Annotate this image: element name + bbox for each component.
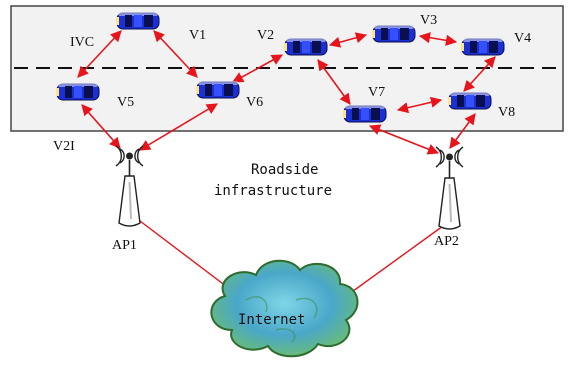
ap2-antenna <box>435 146 464 230</box>
vehicle-v2 <box>283 37 328 56</box>
vehicle-v6 <box>195 80 240 99</box>
label-v5: V5 <box>117 95 134 110</box>
roadside-label-line2: infrastructure <box>214 183 332 199</box>
link-v1-v6 <box>153 30 198 78</box>
label-v6: V6 <box>246 95 263 110</box>
label-ap2: AP2 <box>434 234 459 249</box>
link-v1-v5 <box>77 30 122 78</box>
v2i-links <box>81 103 476 155</box>
internet-cloud: Internet <box>210 259 359 358</box>
vehicle-v8 <box>447 91 492 110</box>
link-v4-v8 <box>463 56 496 92</box>
link-v7-v8 <box>396 96 443 114</box>
link-v6-ap1 <box>139 103 218 151</box>
label-ap1: AP1 <box>112 238 137 253</box>
vehicle-v3 <box>371 24 416 43</box>
link-ap2-internet <box>337 225 444 303</box>
link-v3-v4 <box>418 32 458 46</box>
label-v4: V4 <box>514 31 531 46</box>
link-v2-v7 <box>317 59 351 105</box>
link-v8-ap2 <box>449 113 476 149</box>
signal-icon <box>115 145 144 167</box>
internet-label: Internet <box>238 312 305 328</box>
label-ivc: IVC <box>70 35 94 50</box>
vehicle-v4 <box>460 37 505 56</box>
label-v2i: V2I <box>53 139 75 154</box>
link-v2-v3 <box>328 32 368 48</box>
label-v3: V3 <box>420 13 437 28</box>
ap1-antenna <box>115 145 144 227</box>
label-v1: V1 <box>189 28 206 43</box>
vehicle-v5 <box>55 82 100 101</box>
ivc-links <box>77 30 496 114</box>
link-v2-v6 <box>232 54 283 83</box>
roadside-label-line1: Roadside <box>251 162 318 178</box>
label-v7: V7 <box>368 85 385 100</box>
link-v5-ap1 <box>81 104 121 149</box>
vehicle-v1 <box>115 11 160 30</box>
link-v7-ap2 <box>368 124 440 155</box>
signal-icon <box>435 146 464 168</box>
label-v8: V8 <box>498 105 515 120</box>
label-v2: V2 <box>257 28 274 43</box>
vehicle-v7 <box>342 104 387 123</box>
